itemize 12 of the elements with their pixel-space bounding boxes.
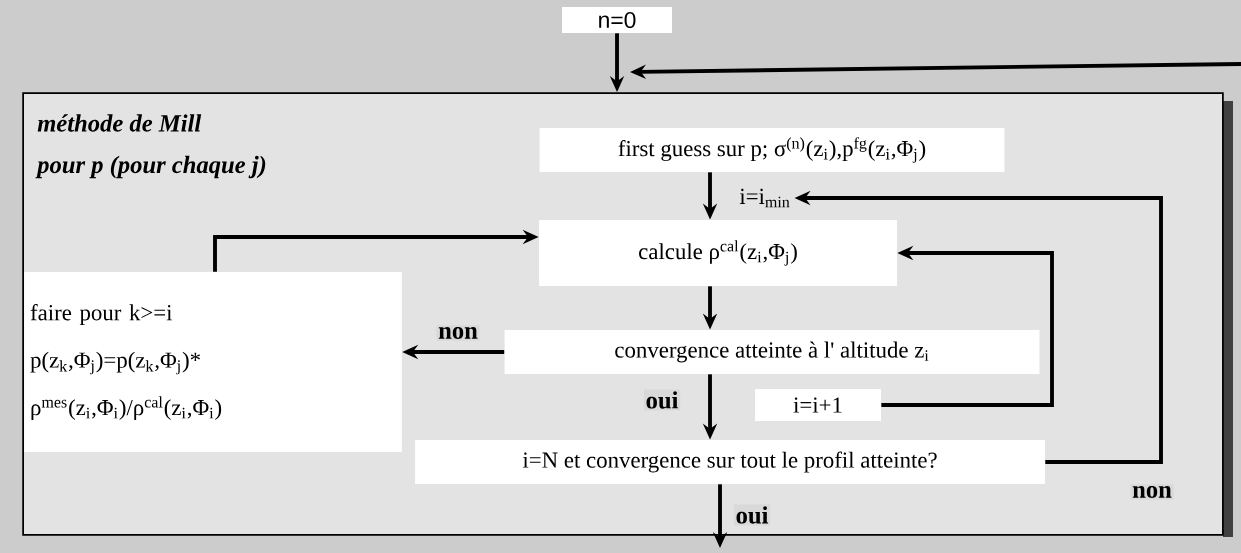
edge-label: non	[436, 325, 480, 341]
process-box: i=N et convergence sur tout le profil atteinte?	[415, 440, 1045, 484]
step-label: i=i$_{min}$	[739, 188, 790, 208]
process-box: faire pour k>=i p(z$_{k}$,Φ$_{j}$)=p(z$_{k}$,Φ$_{j}$)* ρ$^{mes}$(z$_{i}$,Φ$_{i}$)/ρ$^{cal}$(z$_{i}$,Φ$_{i}$)	[24, 272, 402, 452]
edge-label: non	[1130, 484, 1174, 500]
process-box: first guess sur p; σ$^{(n)}$(z$_{i}$),p$^{fg}$(z$_{i}$,Φ$_{j}$)	[539, 128, 1005, 172]
process-box: convergence atteinte à l' altitude z$_{i}$	[504, 330, 1040, 374]
frame-heading: pour p (pour chaque j)	[35, 155, 266, 179]
frame-heading: méthode de Mill	[37, 114, 202, 132]
process-box: i=i+1	[755, 389, 881, 421]
process-box: calcule ρ$^{cal}$(z$_{i}$,Φ$_{j}$)	[539, 220, 897, 286]
start-label: n=0	[562, 7, 672, 33]
